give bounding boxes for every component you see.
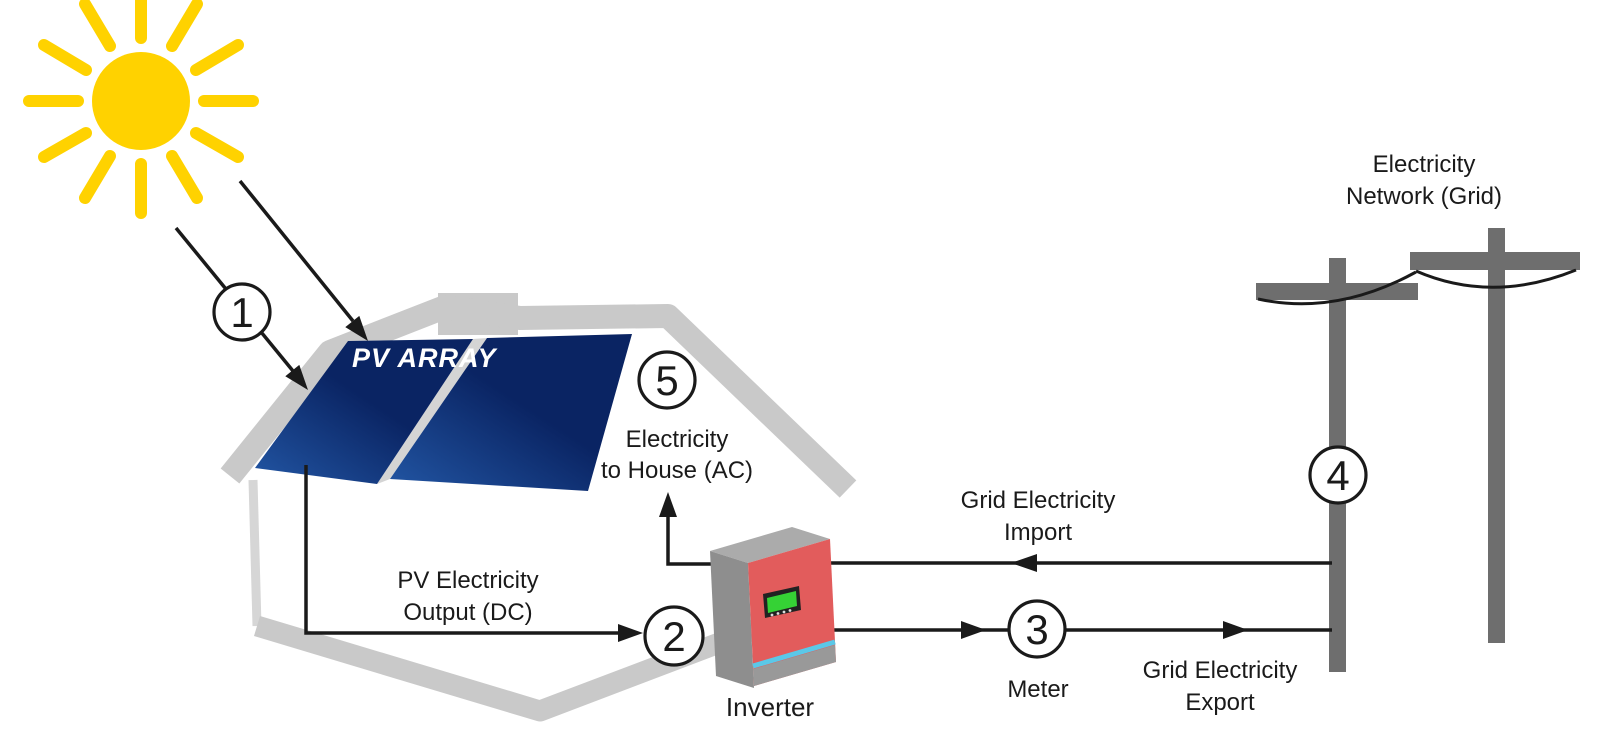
grid-import-label-line2: Import — [1004, 519, 1072, 546]
grid-network-label-line1: Electricity — [1373, 151, 1476, 178]
meter-label: Meter — [1007, 676, 1068, 703]
sunlight-arrowhead-lower — [285, 364, 308, 390]
pv-array-label: PV ARRAY — [352, 343, 499, 373]
step-marker-3: 3 — [1007, 599, 1067, 659]
power-wires — [1257, 268, 1577, 306]
ac-to-house-arrowhead — [659, 492, 677, 517]
right-pole-crossarm — [1410, 252, 1580, 270]
inverter-display-screen — [767, 591, 797, 613]
pv-array: PV ARRAY — [255, 334, 632, 491]
dc-output-arrowhead — [618, 624, 643, 642]
to-house-label-line2: to House (AC) — [601, 457, 753, 484]
grid-import-arrowhead — [1011, 554, 1037, 572]
inverter-label: Inverter — [726, 692, 814, 722]
pv-output-label-line2: Output (DC) — [403, 599, 532, 626]
inverter-display-buttons — [770, 609, 792, 617]
pv-output-label-line1: PV Electricity — [397, 567, 538, 594]
svg-text:3: 3 — [1025, 606, 1048, 653]
left-pole-crossarm — [1256, 283, 1418, 300]
inverter-cyan-stripe — [752, 639, 836, 669]
step-markers: 1 2 3 4 5 — [212, 282, 1368, 667]
svg-text:5: 5 — [655, 357, 678, 404]
pv-panel-left — [255, 339, 473, 484]
wire-right — [1415, 268, 1577, 289]
sunlight-arrow-upper-shaft — [238, 179, 355, 323]
grid-poles — [1256, 228, 1580, 672]
house-roof — [220, 295, 857, 498]
sun-rays — [23, 0, 259, 219]
pv-panel-gap — [377, 338, 487, 484]
sunlight-arrowhead-upper — [345, 315, 368, 341]
flow-lines — [174, 179, 1332, 635]
dc-output-line — [304, 465, 622, 635]
text-labels: Electricity Network (Grid) Electricity t… — [397, 151, 1502, 722]
inverter-top-face — [710, 527, 830, 563]
inverter-graphic — [710, 527, 836, 688]
pv-panel-right — [390, 334, 632, 491]
svg-text:4: 4 — [1326, 452, 1349, 499]
inverter-side-face — [710, 551, 754, 688]
grid-network-label-line2: Network (Grid) — [1346, 183, 1502, 210]
grid-export-label-line2: Export — [1185, 689, 1255, 716]
grid-export-arrowhead-1 — [961, 621, 986, 639]
step-marker-4: 4 — [1308, 445, 1368, 505]
step-marker-2: 2 — [643, 605, 705, 667]
sun-icon — [23, 0, 259, 219]
house-left-wall — [248, 479, 262, 627]
grid-import-label-line1: Grid Electricity — [961, 487, 1116, 514]
right-pole — [1488, 228, 1505, 643]
arrowheads — [285, 315, 1248, 642]
grid-export-arrowhead-2 — [1223, 621, 1248, 639]
ac-to-house-line — [666, 512, 713, 566]
inverter-base-band — [753, 645, 836, 686]
to-house-label-line1: Electricity — [626, 426, 729, 453]
svg-text:1: 1 — [230, 289, 253, 336]
grid-export-label-line1: Grid Electricity — [1143, 657, 1298, 684]
sun-disc — [92, 52, 190, 150]
step-marker-5: 5 — [637, 350, 697, 410]
svg-text:2: 2 — [662, 613, 685, 660]
step-marker-1: 1 — [212, 282, 272, 342]
wire-left — [1257, 270, 1417, 306]
